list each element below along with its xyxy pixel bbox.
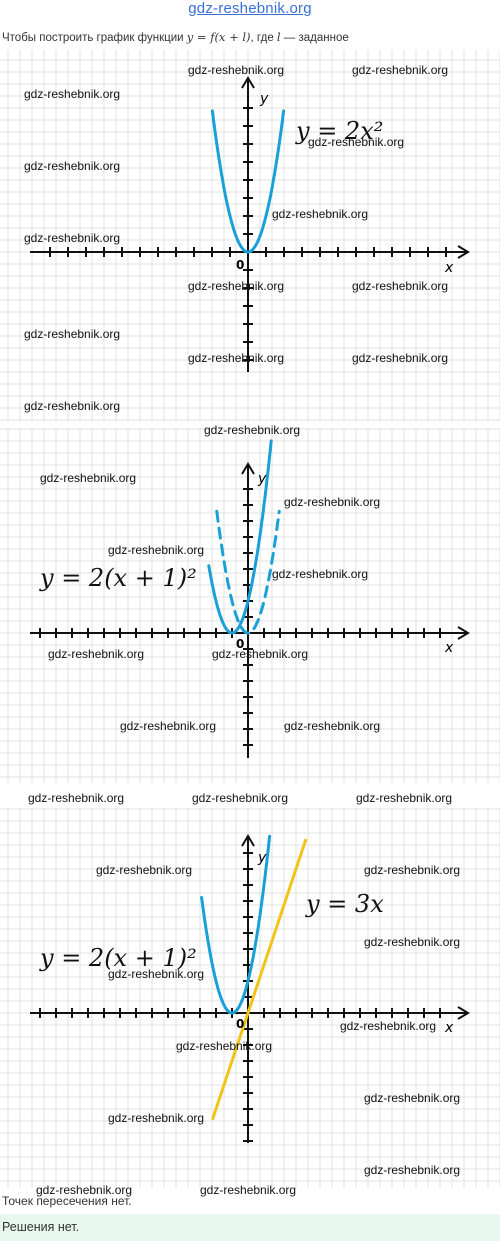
origin-label: 0 (236, 637, 244, 651)
watermark: gdz-reshebnik.org (108, 967, 205, 981)
graph-svg-2: y x 0 y = 2(x + 1)² (0, 428, 500, 783)
watermark: gdz-reshebnik.org (352, 279, 449, 293)
watermark: gdz-reshebnik.org (188, 63, 285, 77)
intro-formula: y = f(x + l) (186, 30, 251, 44)
watermark: gdz-reshebnik.org (352, 351, 449, 365)
watermark: gdz-reshebnik.org (364, 935, 461, 949)
curves (207, 439, 281, 635)
watermark: gdz-reshebnik.org (272, 567, 369, 581)
watermark: gdz-reshebnik.org (120, 719, 217, 733)
y-axis-arrow (241, 462, 255, 475)
x-axis-arrow (457, 245, 470, 259)
graph-svg-1: y x 0 y = 2x² (0, 50, 500, 422)
intro-middle: , где (250, 32, 277, 44)
curves (200, 834, 308, 1121)
watermark: gdz-reshebnik.org (40, 471, 137, 485)
y-axis-arrow (241, 76, 255, 89)
watermark: gdz-reshebnik.org (356, 791, 453, 805)
x-axis-arrow (457, 1006, 470, 1020)
watermark: gdz-reshebnik.org (364, 863, 461, 877)
series-curve (215, 509, 281, 635)
caption-text: Точек пересечения нет. (2, 1194, 132, 1208)
intro-before: Чтобы построить график функции (2, 32, 187, 44)
watermark: gdz-reshebnik.org (24, 159, 121, 173)
series-curve (207, 439, 273, 635)
watermark: gdz-reshebnik.org (36, 1183, 133, 1197)
watermark: gdz-reshebnik.org (308, 135, 405, 149)
watermark: gdz-reshebnik.org (188, 279, 285, 293)
x-axis-label: x (444, 260, 454, 276)
watermark: gdz-reshebnik.org (352, 63, 449, 77)
watermark: gdz-reshebnik.org (204, 423, 301, 437)
answer-box: Решения нет. (0, 1214, 500, 1241)
watermark: gdz-reshebnik.org (188, 351, 285, 365)
equation-label-line: y = 3x (305, 890, 384, 918)
watermark: gdz-reshebnik.org (28, 791, 125, 805)
equation-label-parabola: y = 2(x + 1)² (39, 944, 197, 972)
intro-after: — заданное (280, 32, 349, 44)
watermark: gdz-reshebnik.org (96, 863, 193, 877)
equation-label: y = 2(x + 1)² (39, 564, 197, 592)
watermark: gdz-reshebnik.org (48, 647, 145, 661)
intro-text: Чтобы построить график функции y = f(x +… (2, 30, 498, 44)
graph-figure-1: y x 0 y = 2x² (0, 50, 500, 422)
watermark: gdz-reshebnik.org (176, 1039, 273, 1053)
site-link[interactable]: gdz-reshebnik.org (188, 0, 312, 17)
graph-svg-3: y x 0 y = 3x y = 2(x + 1)² (0, 808, 500, 1188)
watermark: gdz-reshebnik.org (108, 543, 205, 557)
watermark: gdz-reshebnik.org (200, 1183, 297, 1197)
intro-param: l (276, 30, 281, 44)
watermark: gdz-reshebnik.org (364, 1091, 461, 1105)
y-axis-arrow (241, 834, 255, 847)
watermark: gdz-reshebnik.org (24, 399, 121, 413)
graph-figure-3: y x 0 y = 3x y = 2(x + 1)² (0, 808, 500, 1188)
grid (0, 50, 500, 422)
watermark: gdz-reshebnik.org (24, 87, 121, 101)
series-curve (211, 838, 308, 1121)
watermark: gdz-reshebnik.org (364, 1163, 461, 1177)
site-header: gdz-reshebnik.org (0, 0, 500, 26)
series-curve (200, 834, 272, 1015)
watermark: gdz-reshebnik.org (24, 231, 121, 245)
y-axis-label: y (257, 850, 267, 866)
graph-figure-2: y x 0 y = 2(x + 1)² (0, 428, 500, 783)
answer-text: Решения нет. (2, 1220, 80, 1234)
watermark: gdz-reshebnik.org (284, 495, 381, 509)
watermark: gdz-reshebnik.org (192, 791, 289, 805)
watermark: gdz-reshebnik.org (272, 207, 369, 221)
y-axis-label: y (259, 91, 269, 107)
watermark: gdz-reshebnik.org (108, 1111, 205, 1125)
watermark: gdz-reshebnik.org (24, 327, 121, 341)
x-axis-arrow (457, 626, 470, 640)
watermark: gdz-reshebnik.org (212, 647, 309, 661)
axes (30, 462, 470, 758)
grid (0, 808, 500, 1188)
x-axis-label: x (444, 640, 454, 656)
watermark: gdz-reshebnik.org (284, 719, 381, 733)
watermark: gdz-reshebnik.org (340, 1019, 437, 1033)
series-curve (210, 109, 286, 254)
y-axis-label: y (257, 471, 267, 487)
origin-label: 0 (236, 1017, 244, 1031)
curves (210, 109, 286, 254)
x-axis-label: x (444, 1020, 454, 1036)
origin-label: 0 (236, 258, 244, 272)
equation-label: y = 2x² (295, 117, 383, 145)
